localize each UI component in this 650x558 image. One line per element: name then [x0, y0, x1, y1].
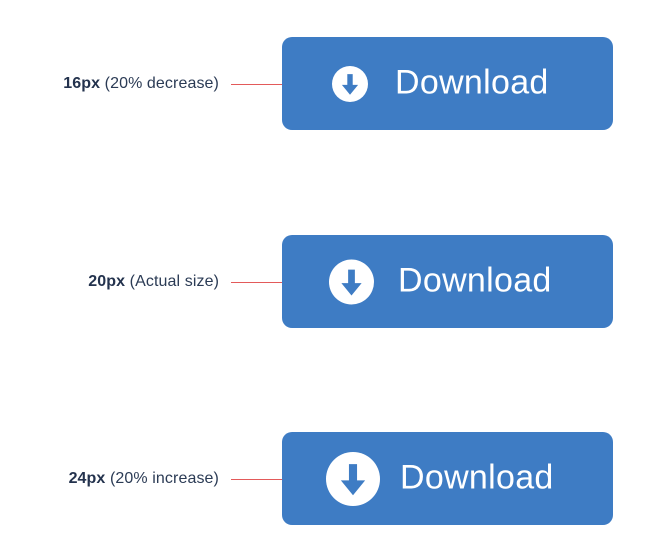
size-note: (20% increase) — [109, 469, 219, 487]
size-value: 24px — [68, 469, 106, 487]
download-button[interactable]: Download — [282, 432, 613, 525]
download-button[interactable]: Download — [282, 37, 613, 130]
arrow-down-circle-icon — [329, 259, 374, 304]
download-button[interactable]: Download — [282, 235, 613, 328]
size-note: (Actual size) — [129, 272, 219, 290]
download-button-label: Download — [398, 261, 552, 300]
size-value: 20px — [88, 272, 126, 290]
download-button-label: Download — [400, 458, 554, 497]
size-note: (20% decrease) — [104, 74, 219, 92]
size-value: 16px — [63, 74, 101, 92]
example-row-16px: 16px (20% decrease) Download — [0, 37, 650, 130]
arrow-down-circle-icon — [332, 65, 368, 102]
example-row-24px: 24px (20% increase) Download — [0, 432, 650, 525]
download-button-label: Download — [395, 63, 549, 102]
size-caption: 24px (20% increase) — [69, 470, 219, 488]
size-caption: 20px (Actual size) — [88, 273, 219, 291]
size-caption: 16px (20% decrease) — [63, 75, 219, 93]
example-row-20px: 20px (Actual size) Download — [0, 235, 650, 328]
arrow-down-circle-icon — [326, 451, 380, 506]
